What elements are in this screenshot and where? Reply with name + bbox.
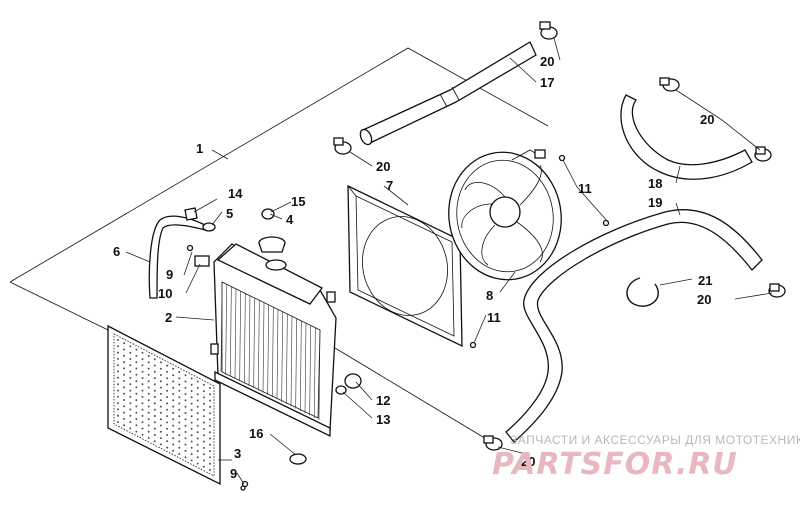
callout-5: 5 bbox=[226, 206, 233, 221]
callout-20-bottom: 20 bbox=[521, 454, 535, 469]
callout-20-left: 20 bbox=[376, 159, 390, 174]
callout-20-top: 20 bbox=[540, 54, 554, 69]
bypass-hose bbox=[620, 94, 753, 180]
callout-17: 17 bbox=[540, 75, 554, 90]
callout-21: 21 bbox=[698, 273, 712, 288]
callout-12: 12 bbox=[376, 393, 390, 408]
fan-shroud bbox=[347, 184, 463, 348]
callout-9b: 9 bbox=[230, 466, 237, 481]
radiator-screen bbox=[107, 324, 221, 486]
callout-8: 8 bbox=[486, 288, 493, 303]
callout-6: 6 bbox=[113, 244, 120, 259]
callout-18: 18 bbox=[648, 176, 662, 191]
clamp-20-bottom bbox=[483, 435, 503, 451]
clamp-20-left bbox=[333, 137, 352, 155]
callout-11a: 11 bbox=[578, 181, 592, 196]
callout-4: 4 bbox=[286, 212, 294, 227]
clamp-20-right-mid bbox=[754, 146, 772, 162]
clamp-20-top bbox=[539, 21, 558, 40]
leader-lines bbox=[125, 37, 773, 485]
clamp-20-right-top bbox=[659, 77, 680, 92]
screen-mesh bbox=[117, 339, 211, 471]
watermark-brand: PARTSFOR.RU bbox=[492, 447, 738, 482]
callout-19: 19 bbox=[648, 195, 662, 210]
callout-9a: 9 bbox=[166, 267, 173, 282]
clamp-20-right-low bbox=[768, 283, 786, 298]
callout-15: 15 bbox=[291, 194, 305, 209]
cooling-fan bbox=[448, 149, 562, 281]
small-hardware bbox=[184, 154, 610, 491]
callout-3: 3 bbox=[234, 446, 241, 461]
hose-clamps bbox=[333, 21, 786, 451]
callout-16: 16 bbox=[249, 426, 263, 441]
radiator-fins bbox=[220, 281, 321, 421]
callout-2: 2 bbox=[165, 310, 172, 325]
radiator-cap bbox=[258, 236, 286, 253]
callout-11b: 11 bbox=[487, 310, 501, 325]
callout-14: 14 bbox=[228, 186, 243, 201]
callout-20-right-low: 20 bbox=[697, 292, 711, 307]
watermark-tagline: ЗАПЧАСТИ И АКСЕССУАРЫ ДЛЯ МОТОТЕХНИКИ bbox=[510, 433, 800, 447]
callout-10: 10 bbox=[158, 286, 172, 301]
callout-1: 1 bbox=[196, 141, 203, 156]
callout-20-right-top: 20 bbox=[700, 112, 714, 127]
callout-7: 7 bbox=[386, 178, 393, 193]
upper-radiator-hose bbox=[359, 41, 537, 146]
radiator bbox=[210, 243, 337, 438]
assembly-outline bbox=[9, 47, 549, 441]
watermark: ЗАПЧАСТИ И АКСЕССУАРЫ ДЛЯ МОТОТЕХНИКИ PA… bbox=[492, 433, 800, 482]
clamp-21-ring bbox=[626, 277, 659, 307]
callout-labels: 1 2 3 4 5 6 7 8 9 9 10 11 11 12 13 14 15… bbox=[113, 54, 714, 481]
callout-13: 13 bbox=[376, 412, 390, 427]
lower-radiator-hose bbox=[505, 209, 763, 443]
